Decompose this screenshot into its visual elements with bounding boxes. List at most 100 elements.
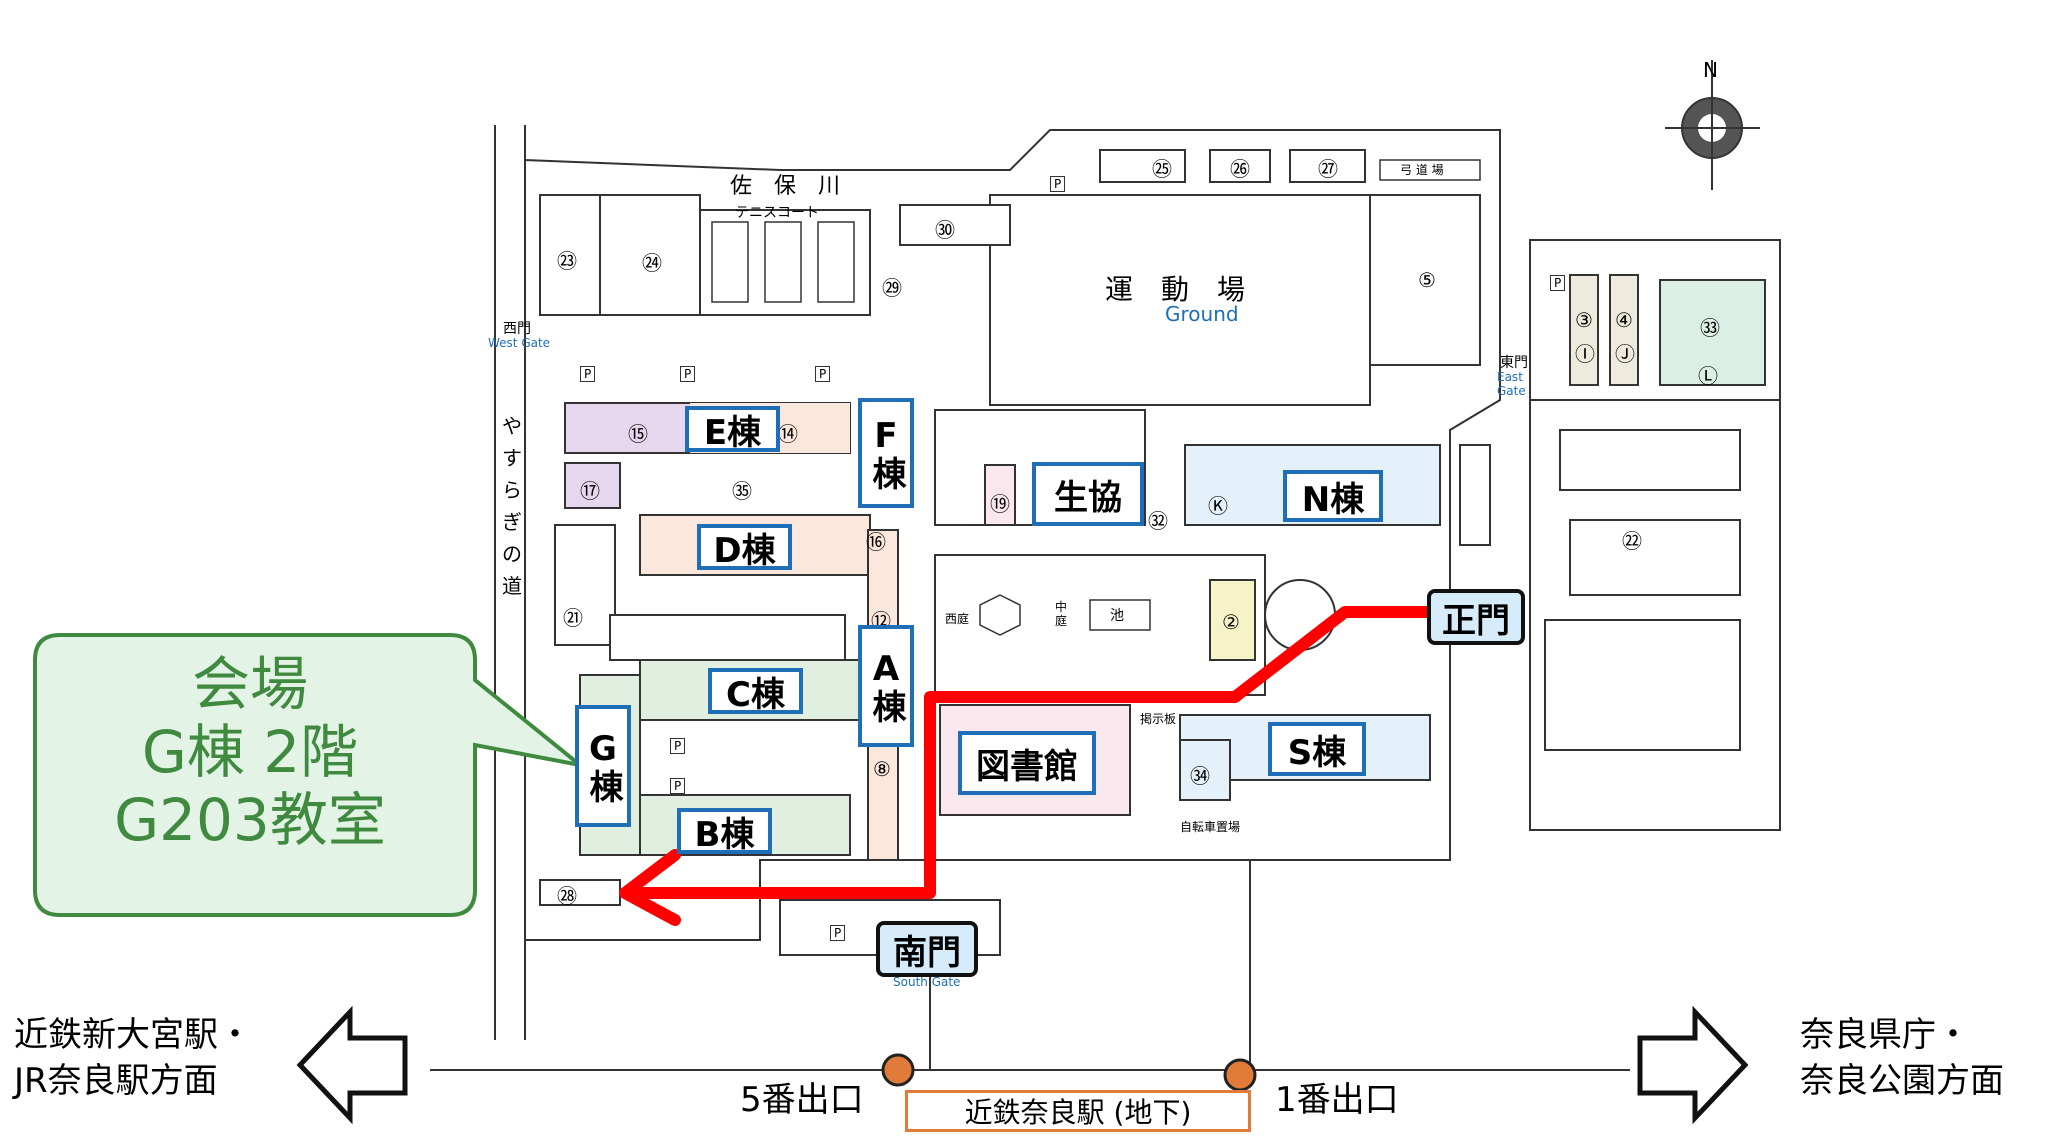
- right-direction-text: 奈良県庁・ 奈良公園方面: [1800, 1012, 2004, 1104]
- building-a-text: A棟: [866, 649, 906, 723]
- bldg-number: ㉞: [1190, 764, 1210, 788]
- bldg-number: ㉒: [1622, 529, 1642, 553]
- bldg-25: [1209, 149, 1271, 183]
- bldg-number: Ⓛ: [1698, 364, 1718, 388]
- parking-icon: P: [815, 366, 831, 382]
- bldg-number: ㉔: [642, 251, 662, 275]
- pond-outline: [1089, 599, 1151, 631]
- dorm-block: [1559, 429, 1741, 491]
- bldg-2: [1209, 579, 1256, 661]
- ground-area: [989, 194, 1371, 406]
- west-gate-label: 西門: [503, 321, 531, 337]
- south-gate-label: 南門: [876, 921, 978, 977]
- bldg-number: ③: [1575, 308, 1593, 332]
- left-arrow-icon: [296, 1005, 408, 1125]
- east-annex-lower: [1529, 399, 1781, 831]
- route-arrowhead: [619, 849, 681, 926]
- tennis-court: [699, 209, 871, 316]
- callout-line-2: G棟 2階: [141, 718, 359, 786]
- building-f-text: F棟: [866, 416, 906, 490]
- parking-icon: P: [670, 738, 686, 754]
- venue-callout: 会場 G棟 2階 G203教室: [40, 650, 460, 854]
- left-direction-line2: JR奈良駅方面: [14, 1061, 218, 1101]
- callout-line-1: 会場: [191, 650, 308, 718]
- building-coop-label: 生協: [1032, 462, 1144, 526]
- station-label: 近鉄奈良駅 (地下): [905, 1090, 1251, 1132]
- right-arrow-icon: [1637, 1005, 1749, 1125]
- bldg-number: Ⓚ: [1208, 494, 1228, 518]
- ground-en-label: Ground: [1165, 302, 1239, 326]
- building-b-label: B棟: [677, 808, 772, 855]
- street-label: やすらぎの道: [502, 414, 522, 598]
- callout-bubble: [33, 633, 582, 917]
- bldg-number: ⑧: [873, 757, 891, 781]
- bldg-28: [539, 879, 621, 906]
- west-yard-label: 西庭: [945, 612, 970, 626]
- building-library-label: 図書館: [958, 731, 1096, 795]
- bldg-33: [1659, 279, 1766, 386]
- right-direction-line1: 奈良県庁・: [1800, 1015, 1970, 1055]
- parking-icon: P: [1550, 275, 1566, 291]
- bldg-number: ⑮: [628, 422, 648, 446]
- callout-line-3: G203教室: [114, 786, 386, 854]
- compass-icon: [1665, 60, 1760, 190]
- building-a-label: A棟: [858, 625, 914, 747]
- parking-icon: P: [670, 778, 686, 794]
- left-direction-text: 近鉄新大宮駅・ JR奈良駅方面: [14, 1012, 252, 1104]
- parking-icon: P: [680, 366, 696, 382]
- bldg-number: ⑰: [580, 479, 600, 503]
- bldg-number: ㉓: [557, 249, 577, 273]
- bldg-number: ㉗: [1318, 157, 1338, 181]
- bldg-number: ㉟: [732, 479, 752, 503]
- bldg-number: ㉜: [1148, 509, 1168, 533]
- building-f-label: F棟: [858, 398, 914, 508]
- building-d-label: D棟: [697, 524, 792, 571]
- bldg-17: [564, 462, 621, 509]
- east-gate-label: 東門: [1500, 355, 1528, 371]
- exit1-label: 1番出口: [1275, 1080, 1399, 1120]
- bldg-number: ⑤: [1418, 268, 1436, 292]
- building-n-label: N棟: [1283, 470, 1383, 522]
- courtyard-label: 中庭: [1055, 600, 1068, 628]
- river-label: 佐 保 川: [730, 174, 841, 199]
- east-gate-en-label: East Gate: [1497, 370, 1526, 398]
- bldg-19: [984, 464, 1016, 526]
- exit5-dot: [881, 1053, 915, 1087]
- bldg-number: ④: [1615, 308, 1633, 332]
- bldg-21: [554, 524, 616, 646]
- kyudojo-label: 弓 道 場: [1400, 163, 1444, 177]
- west-gate-en-label: West Gate: [488, 336, 551, 350]
- bldg-number: ⑯: [866, 530, 886, 554]
- building-c-label: C棟: [708, 668, 803, 715]
- exit5-label: 5番出口: [740, 1080, 864, 1120]
- bldg-number: ㉚: [935, 218, 955, 242]
- bldg-number: ㉘: [557, 884, 577, 908]
- pond-label: 池: [1110, 608, 1124, 624]
- campus-boundary: [524, 125, 1501, 941]
- notice-board-label: 掲示板: [1140, 712, 1177, 726]
- east-guard: [1459, 444, 1491, 546]
- parking-icon: P: [1050, 176, 1066, 192]
- main-gate-label: 正門: [1427, 589, 1525, 645]
- bldg-number: Ⓙ: [1615, 342, 1635, 366]
- covered-walk: [609, 614, 846, 661]
- bldg-29: [1569, 519, 1741, 596]
- ground-ja-label: 運 動 場: [1105, 273, 1246, 306]
- bldg-34: [1179, 739, 1231, 801]
- bldg-number: ㉕: [1152, 157, 1172, 181]
- bldg-26: [1289, 149, 1366, 183]
- parking-icon: P: [580, 366, 596, 382]
- compass-n-label: N: [1703, 58, 1718, 82]
- bldg-number: ⑲: [990, 492, 1010, 516]
- bldg-number: ⑭: [778, 422, 798, 446]
- bike-parking-label: 自転車置場: [1180, 820, 1241, 834]
- bldg-3: [1569, 274, 1599, 386]
- bldg-number: ㉑: [563, 606, 583, 630]
- parking-icon: P: [830, 925, 846, 941]
- bldg-30: [899, 204, 1011, 246]
- east-lower-bldg: [1544, 619, 1741, 751]
- bldg-number: ②: [1222, 610, 1240, 634]
- building-e-label: E棟: [685, 406, 780, 453]
- south-gate-en-label: South Gate: [893, 975, 961, 989]
